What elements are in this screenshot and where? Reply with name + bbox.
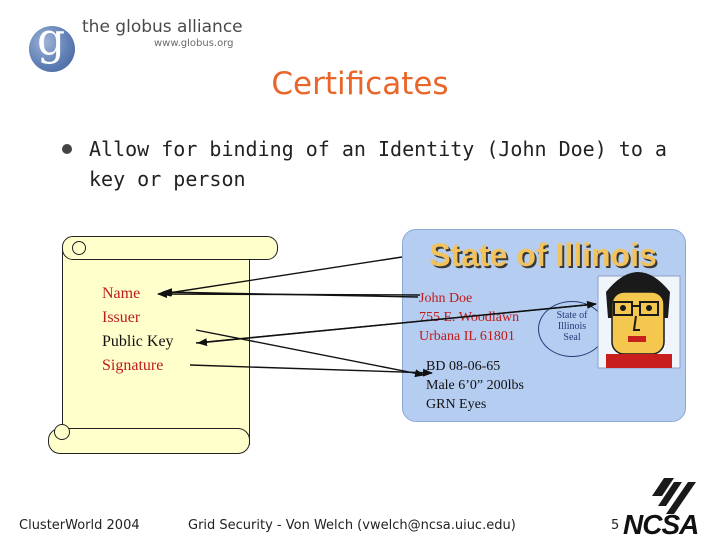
scroll-curl-icon xyxy=(54,424,70,440)
id-card-state: State of Illinois xyxy=(429,237,657,273)
scroll-bottom-roll xyxy=(48,428,250,454)
field-signature: Signature xyxy=(102,357,164,374)
scroll-top-roll xyxy=(62,236,278,260)
seal-line: Seal xyxy=(563,332,581,343)
arrow-id-card xyxy=(195,329,425,378)
field-name: Name xyxy=(102,285,141,302)
arrow-name-back xyxy=(157,290,421,299)
globus-logo xyxy=(29,26,75,72)
org-name: the globus alliance xyxy=(82,17,243,37)
seal-line: Illinois xyxy=(557,321,587,332)
ncsa-logo-text: NCSA xyxy=(623,509,699,540)
footer-center: Grid Security - Von Welch (vwelch@ncsa.u… xyxy=(188,518,516,533)
slide-title: Certificates xyxy=(271,66,449,102)
id-card-stats: Male 6’0” 200lbs xyxy=(426,378,524,393)
arrow-name xyxy=(161,256,403,297)
arrow-public-key-back xyxy=(197,303,597,347)
state-seal: State of Illinois Seal xyxy=(538,301,606,357)
id-card-eyes: GRN Eyes xyxy=(426,397,487,412)
footer-left: ClusterWorld 2004 xyxy=(19,518,140,533)
seal-line: State of xyxy=(556,310,588,321)
ncsa-logo xyxy=(652,478,696,514)
page-number: 5 xyxy=(611,518,620,533)
globus-logo-letter: g xyxy=(37,14,66,65)
photo-icon xyxy=(597,272,681,369)
arrow-signature xyxy=(189,364,433,377)
id-card-city: Urbana IL 61801 xyxy=(419,329,515,344)
field-public-key: Public Key xyxy=(102,333,174,350)
id-card-name: John Doe xyxy=(419,291,473,306)
id-card-birthdate: BD 08-06-65 xyxy=(426,359,501,374)
bullet-text: Allow for binding of an Identity (John D… xyxy=(89,137,667,191)
bullet-icon xyxy=(62,144,72,154)
org-url: www.globus.org xyxy=(154,38,234,49)
certificate-scroll xyxy=(62,248,250,445)
field-issuer: Issuer xyxy=(102,309,141,326)
scroll-curl-icon xyxy=(72,241,86,255)
